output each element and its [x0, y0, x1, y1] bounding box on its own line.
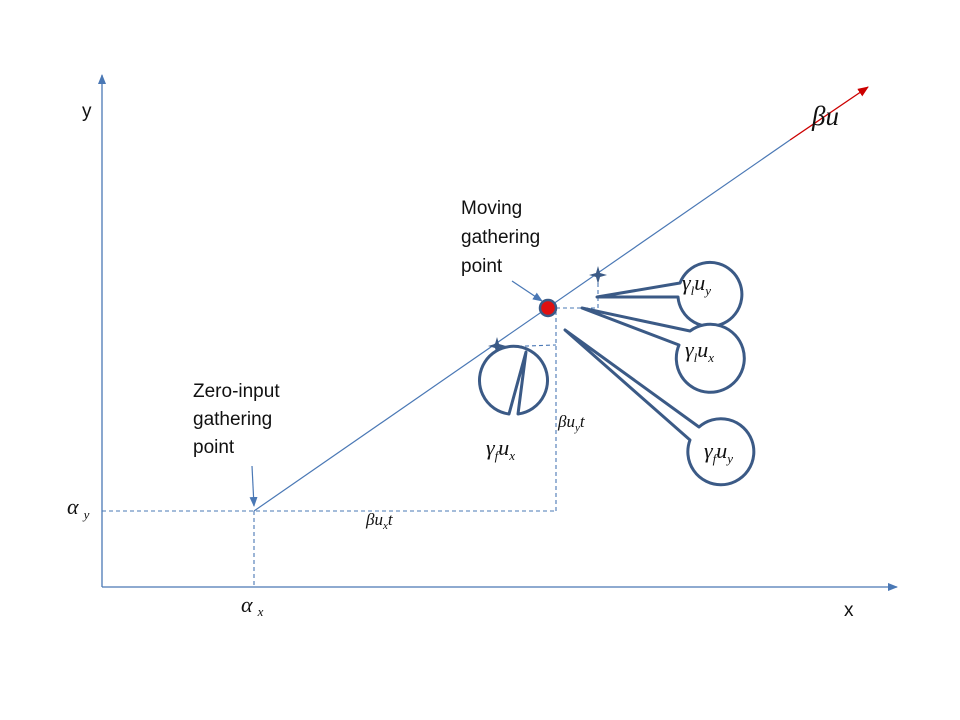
callout-gamma-f-ux [478, 344, 549, 416]
callout-gamma-f-uy [563, 328, 756, 487]
y-axis-name: y [82, 101, 92, 122]
trajectory-line [253, 139, 791, 512]
velocity-arrow [789, 86, 869, 141]
callout-gamma-l-uy [595, 260, 744, 328]
leader-star-icon [589, 266, 607, 284]
moving-point-label: Moving gathering point [461, 198, 546, 277]
bubble-gamma-l-ux: γlux [685, 337, 714, 365]
bubble-gamma-f-ux: γfux [486, 435, 515, 463]
x-axis-name: x [844, 600, 854, 621]
callout-gamma-l-ux [580, 306, 746, 394]
beta-ux-t-label: βuxt [365, 510, 394, 532]
bubble-gamma-f-uy: γfuy [704, 438, 733, 466]
follower-star-icon [488, 337, 506, 355]
bubble-gamma-l-uy: γluy [682, 270, 711, 298]
beta-uy-t-label: βuyt [557, 412, 586, 434]
zero-input-label: Zero-input gathering point [193, 381, 285, 458]
beta-u-label: βu [811, 101, 839, 131]
moving-point-pointer [511, 280, 543, 302]
moving-gathering-point [538, 298, 558, 318]
zero-input-pointer [249, 465, 258, 507]
